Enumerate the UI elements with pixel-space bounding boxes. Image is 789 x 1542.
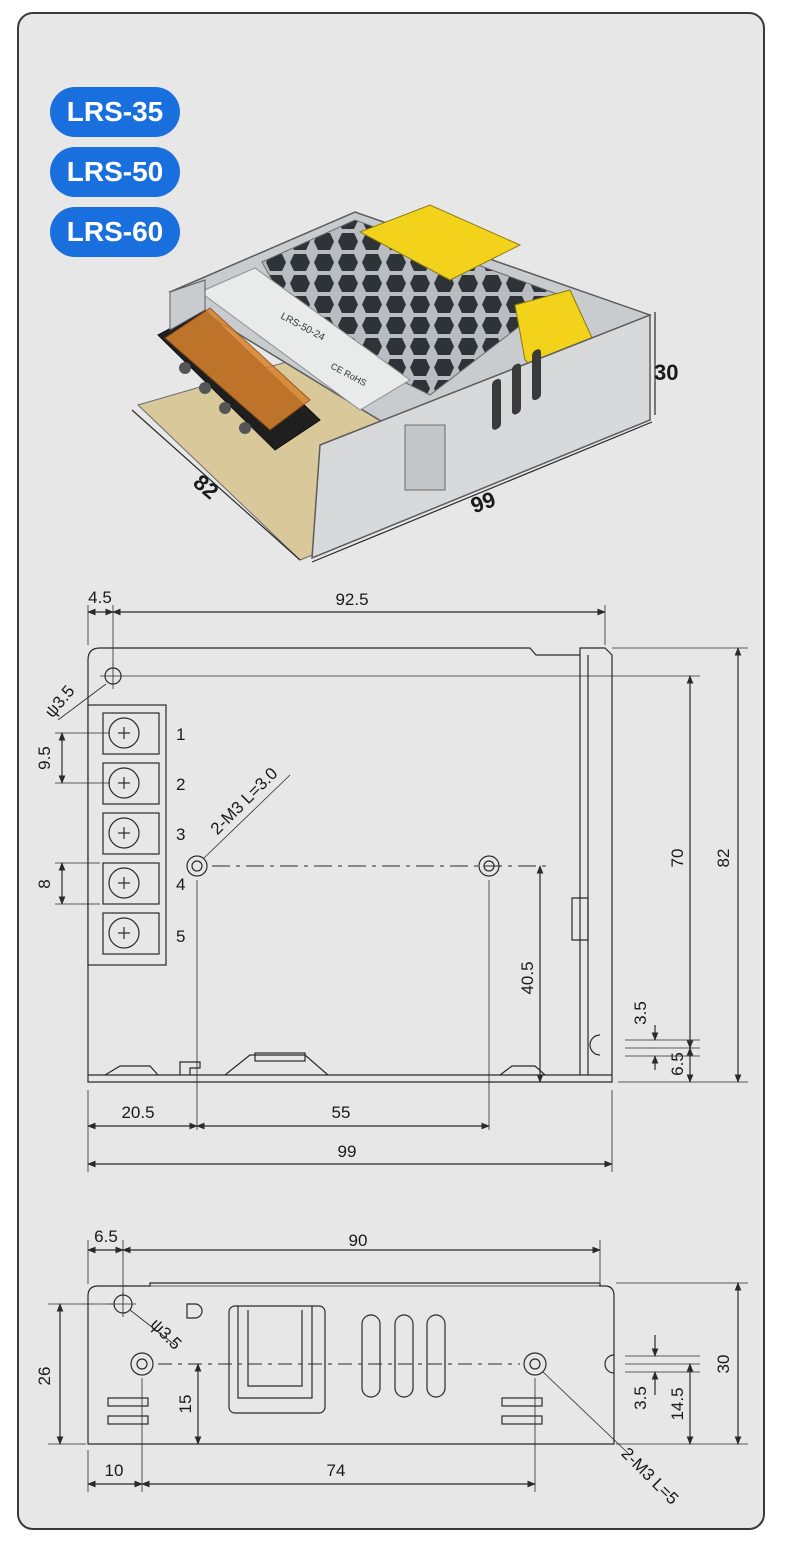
terminal-strip <box>87 704 167 966</box>
top-view-drawing <box>55 605 748 1172</box>
mount-hole-left <box>186 855 208 877</box>
model-badge-lrs-35: LRS-35 <box>50 87 180 137</box>
terminal-label-strip <box>199 267 411 411</box>
terminal-number-2: 2 <box>176 775 185 794</box>
side-vent-slot <box>361 1314 381 1398</box>
dim-82-label: 82 <box>714 849 733 868</box>
dim-line-depth <box>131 409 301 561</box>
side-foot-slot <box>501 1415 543 1425</box>
side-dim-30-label: 30 <box>714 1355 733 1374</box>
clip <box>571 897 589 941</box>
side-hole-left <box>130 1352 154 1376</box>
terminal-number-5: 5 <box>176 927 185 946</box>
side-dim-15-label: 15 <box>176 1395 195 1414</box>
side-foot-slot <box>107 1415 149 1425</box>
side-dim-90-label: 90 <box>349 1231 368 1250</box>
foot-bridge-bar <box>254 1052 306 1062</box>
foot-bridge <box>224 1054 329 1076</box>
dim-hole-height-label: 40.5 <box>518 961 537 994</box>
warning-label <box>358 204 522 281</box>
side-dim-14-5-label: 14.5 <box>668 1387 687 1420</box>
model-badge-lrs-50: LRS-50 <box>50 147 180 197</box>
side-bracket <box>228 1305 326 1414</box>
terminal-screw <box>219 402 231 414</box>
dim-99-label: 99 <box>338 1142 357 1161</box>
vent-slot <box>492 378 501 430</box>
terminal-number-1: 1 <box>176 725 185 744</box>
model-badge-lrs-60: LRS-60 <box>50 207 180 257</box>
hole-dia-label: ψ3.5 <box>41 682 79 722</box>
terminal-screw <box>239 422 251 434</box>
terminal-number-4: 4 <box>176 875 185 894</box>
dim-55-label: 55 <box>332 1103 351 1122</box>
dim-20-5-label: 20.5 <box>121 1103 154 1122</box>
product-illustration: LRS-50-24 CE RoHS 30 82 99 <box>131 204 678 563</box>
side-slot <box>604 1354 615 1374</box>
side-dim-3-5-label: 3.5 <box>631 1386 650 1410</box>
dim-offset-hole-label: 4.5 <box>88 588 112 607</box>
dim-slot-3-5-label: 3.5 <box>631 1001 650 1025</box>
slot-cutout <box>589 1034 601 1056</box>
side-view-drawing <box>48 1240 748 1492</box>
foot-tab <box>104 1065 159 1076</box>
dim-70-label: 70 <box>668 849 687 868</box>
side-vent-slot <box>394 1314 414 1398</box>
foot-tab <box>179 1061 201 1075</box>
side-foot-slot <box>501 1397 543 1407</box>
top-outline <box>87 647 613 1083</box>
terminal-width-label: 8 <box>35 879 54 888</box>
side-dim-10-label: 10 <box>105 1461 124 1480</box>
side-d-mark <box>186 1303 203 1319</box>
side-dim-74-label: 74 <box>327 1461 346 1480</box>
side-bracket-inner <box>237 1306 313 1399</box>
bracket <box>404 424 446 491</box>
side-hole-right <box>523 1352 547 1376</box>
dim-slot-6-5-label: 6.5 <box>668 1052 687 1076</box>
side-mount-screw-label: 2-M3 L=5 <box>618 1444 683 1509</box>
dim-line-length <box>311 421 653 563</box>
terminal-screw <box>179 362 191 374</box>
side-foot-slot <box>107 1397 149 1407</box>
terminal-screw <box>199 382 211 394</box>
dim-height-label: 30 <box>654 360 678 385</box>
terminal-pitch-label: 9.5 <box>35 746 54 770</box>
left-wall <box>169 279 206 331</box>
terminal-number-3: 3 <box>176 825 185 844</box>
side-dim-26-label: 26 <box>35 1367 54 1386</box>
side-dim-6-5-label: 6.5 <box>94 1227 118 1246</box>
vent-slot <box>512 363 521 415</box>
side-vent-slot <box>426 1314 446 1398</box>
dim-top-length-label: 92.5 <box>335 590 368 609</box>
terminal-cover <box>164 307 311 431</box>
vent-slot <box>532 349 541 401</box>
